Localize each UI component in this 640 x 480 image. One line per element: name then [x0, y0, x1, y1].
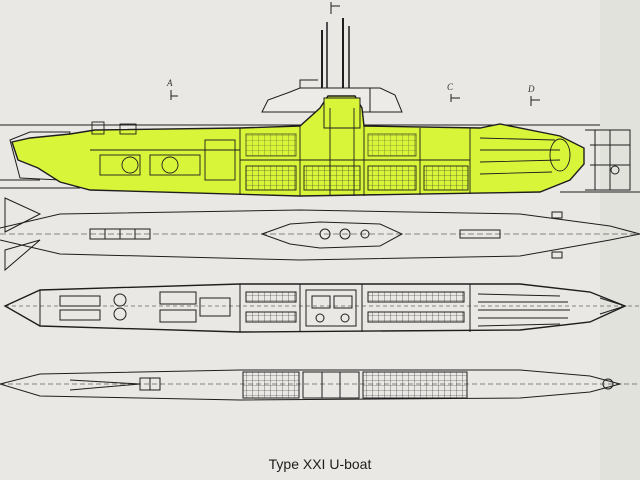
section-marker-a: A: [167, 78, 173, 88]
drawing-caption: Type XXI U-boat: [268, 456, 372, 472]
deck-plan-view: [0, 197, 640, 272]
side-view-compartments: [90, 108, 571, 196]
section-marker-d: D: [528, 84, 535, 94]
section-markers: [170, 90, 540, 106]
interior-plan-view: [3, 283, 640, 333]
keel-view: [0, 369, 640, 401]
section-marker-c: C: [447, 82, 454, 92]
